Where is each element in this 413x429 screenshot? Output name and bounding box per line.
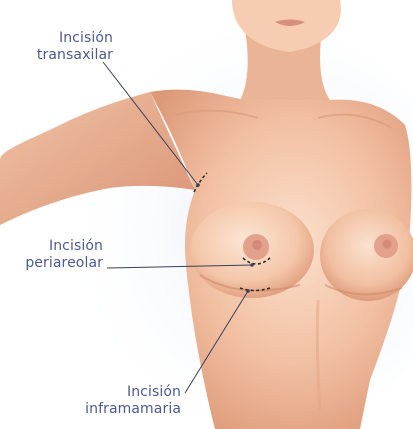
label-periareolar: Incisión periareolar: [25, 238, 103, 272]
label-transaxilar-line2: transaxilar: [37, 47, 113, 64]
leader-dot-periareolar: [250, 263, 254, 267]
label-inframamaria-line2: inframamaria: [85, 401, 181, 418]
leader-dot-inframamaria: [246, 289, 250, 293]
label-inframamaria: Incisión inframamaria: [85, 384, 181, 418]
label-transaxilar: Incisión transaxilar: [37, 30, 113, 64]
nipple-left: [252, 240, 262, 250]
label-transaxilar-line1: Incisión: [37, 30, 113, 47]
label-periareolar-line1: Incisión: [25, 238, 103, 255]
leader-dot-transaxilar: [196, 183, 200, 187]
nipple-right: [383, 240, 392, 249]
label-periareolar-line2: periareolar: [25, 255, 103, 272]
label-inframamaria-line1: Incisión: [85, 384, 181, 401]
breast-right: [320, 209, 413, 301]
